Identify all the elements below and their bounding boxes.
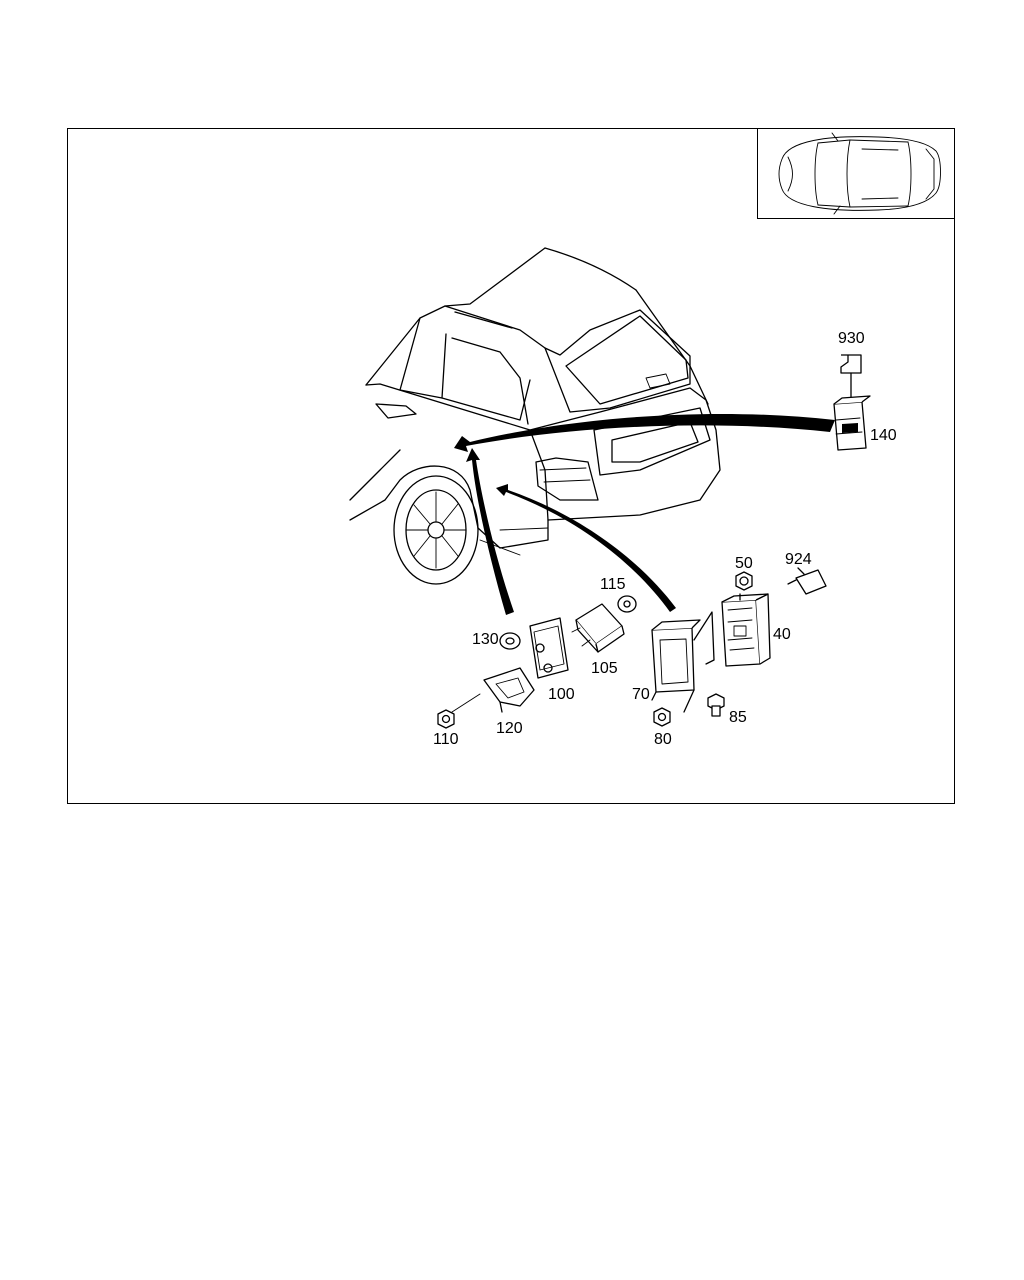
label-80: 80 [654, 731, 672, 748]
diagram-frame [67, 128, 955, 804]
part-115-nut [617, 595, 637, 613]
label-110: 110 [433, 731, 459, 748]
part-930-connector [840, 354, 862, 403]
label-50: 50 [735, 555, 753, 572]
part-70-bracket [651, 611, 715, 713]
part-100-control-unit [529, 617, 569, 679]
part-85-bolt [707, 693, 725, 717]
location-arrows [454, 413, 835, 615]
part-140-module [833, 395, 871, 451]
label-40: 40 [773, 626, 791, 643]
part-80-nut [653, 707, 671, 727]
label-140: 140 [870, 427, 897, 444]
label-130: 130 [472, 631, 499, 648]
label-100: 100 [548, 686, 575, 703]
part-924-label [787, 567, 827, 595]
label-70: 70 [632, 686, 650, 703]
part-40-control-unit [721, 593, 771, 667]
part-110-nut [437, 693, 481, 729]
vehicle-top-view-icon [778, 132, 941, 215]
label-85: 85 [729, 709, 747, 726]
part-120-bracket [483, 667, 535, 713]
label-924: 924 [785, 551, 812, 568]
part-105-module [571, 603, 625, 653]
label-105: 105 [591, 660, 618, 677]
label-120: 120 [496, 720, 523, 737]
part-130-washer [499, 632, 521, 650]
part-50-nut [735, 571, 753, 591]
label-115: 115 [600, 576, 626, 593]
vehicle-location-inset [757, 128, 955, 219]
label-930: 930 [838, 330, 865, 347]
